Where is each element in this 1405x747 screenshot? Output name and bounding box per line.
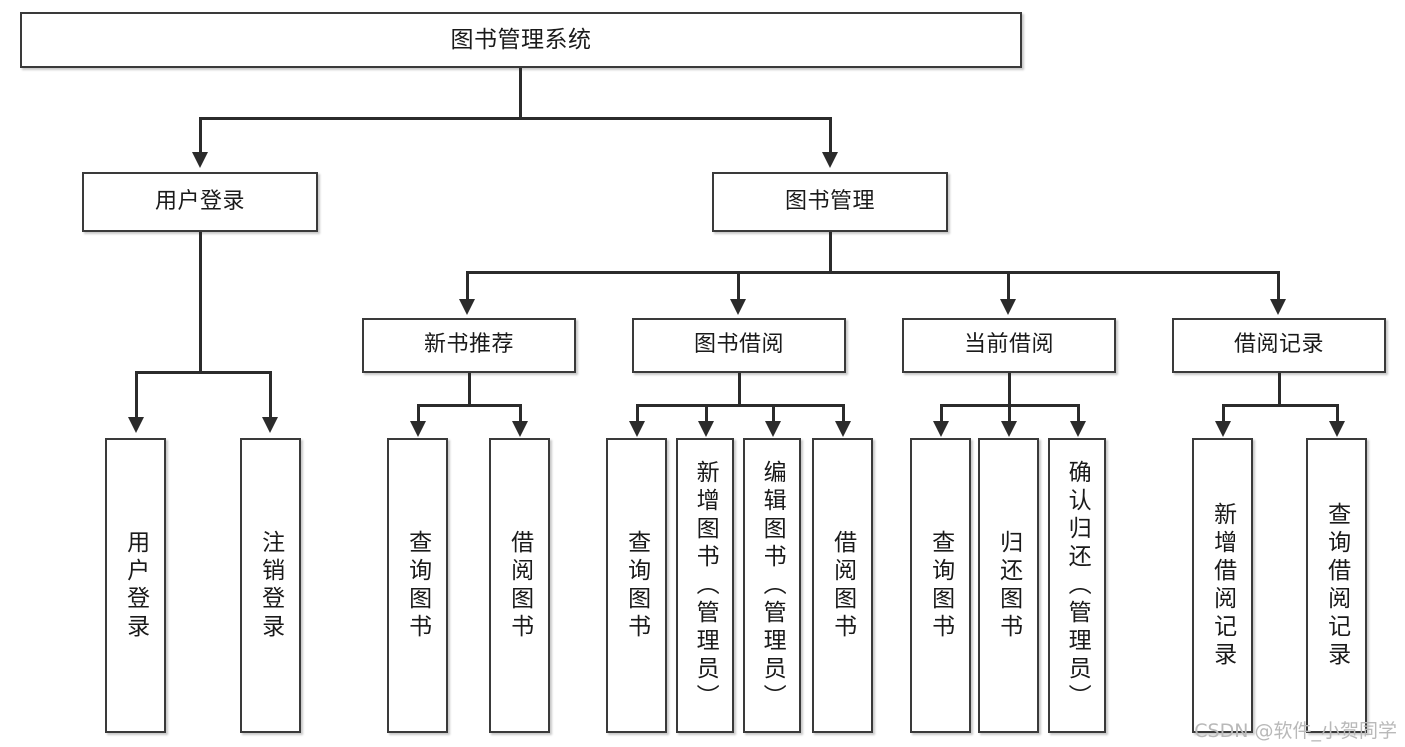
arrowhead-borrow-record (1270, 299, 1286, 315)
arrowhead-br-leaf-2 (1329, 421, 1345, 437)
edge-new-book-recommend-bus (417, 404, 521, 407)
arrowhead-nbr-leaf-2 (512, 421, 528, 437)
edge-br-to-leaf-1 (1222, 404, 1225, 424)
node-label: 图书管理 (784, 188, 875, 214)
arrowhead-nbr-leaf-1 (410, 421, 426, 437)
leaf-bb-edit-book-admin[interactable]: 编辑图书（管理员） (743, 438, 801, 733)
arrowhead-cb-leaf-3 (1070, 421, 1086, 437)
leaf-cb-query-book[interactable]: 查询图书 (910, 438, 971, 733)
node-label: 编辑图书（管理员） (759, 459, 786, 712)
arrowhead-book-management (822, 152, 838, 168)
node-new-book-recommend[interactable]: 新书推荐 (362, 318, 576, 373)
edge-root-to-book-management (829, 117, 832, 155)
node-label: 查询图书 (927, 529, 954, 642)
edge-nbr-to-leaf-2 (519, 404, 522, 424)
node-book-management[interactable]: 图书管理 (712, 172, 948, 232)
leaf-cb-confirm-return-admin[interactable]: 确认归还（管理员） (1048, 438, 1106, 733)
edge-borrow-record-stem (1278, 373, 1281, 406)
leaf-nbr-query-book[interactable]: 查询图书 (387, 438, 448, 733)
node-label: 新增借阅记录 (1209, 501, 1236, 670)
edge-user-login-to-leaf-2 (269, 371, 272, 419)
leaf-bb-borrow-book[interactable]: 借阅图书 (812, 438, 873, 733)
edge-to-current-borrow (1007, 271, 1010, 301)
leaf-bb-query-book[interactable]: 查询图书 (606, 438, 667, 733)
arrowhead-leaf-logout (262, 417, 278, 433)
leaf-br-query-record[interactable]: 查询借阅记录 (1306, 438, 1367, 733)
node-label: 借阅记录 (1233, 332, 1324, 358)
arrowhead-cb-leaf-1 (933, 421, 949, 437)
arrowhead-bb-leaf-4 (835, 421, 851, 437)
edge-borrow-record-bus (1222, 404, 1339, 407)
node-label: 用户登录 (154, 188, 245, 214)
node-label: 确认归还（管理员） (1064, 459, 1091, 712)
edge-bb-to-leaf-2 (705, 404, 708, 424)
edge-to-new-book-recommend (466, 271, 469, 301)
node-user-login[interactable]: 用户登录 (82, 172, 318, 232)
edge-user-login-bus (135, 371, 272, 374)
arrowhead-new-book-recommend (459, 299, 475, 315)
node-label: 新书推荐 (423, 332, 514, 358)
node-label: 图书管理系统 (450, 26, 592, 53)
edge-current-borrow-stem (1008, 373, 1011, 406)
node-label: 查询图书 (404, 529, 431, 642)
edge-bb-to-leaf-4 (842, 404, 845, 424)
edge-book-borrow-stem (738, 373, 741, 406)
edge-cb-to-leaf-1 (940, 404, 943, 424)
node-root-book-management-system[interactable]: 图书管理系统 (20, 12, 1022, 68)
node-label: 当前借阅 (963, 332, 1054, 358)
arrowhead-bb-leaf-3 (765, 421, 781, 437)
node-borrow-record[interactable]: 借阅记录 (1172, 318, 1386, 373)
edge-to-borrow-record (1277, 271, 1280, 301)
node-current-borrow[interactable]: 当前借阅 (902, 318, 1116, 373)
edge-to-book-borrow (737, 271, 740, 301)
edge-br-to-leaf-2 (1336, 404, 1339, 424)
node-label: 新增图书（管理员） (692, 459, 719, 712)
arrowhead-bb-leaf-2 (698, 421, 714, 437)
edge-cb-to-leaf-2 (1008, 404, 1011, 424)
edge-root-to-user-login (199, 117, 202, 155)
node-label: 借阅图书 (829, 529, 856, 642)
edge-book-borrow-bus (636, 404, 845, 407)
leaf-user-login[interactable]: 用户登录 (105, 438, 166, 733)
node-label: 用户登录 (122, 529, 149, 642)
node-label: 查询借阅记录 (1323, 501, 1350, 670)
edge-level3-bus (466, 271, 1278, 274)
arrowhead-user-login (192, 152, 208, 168)
node-label: 归还图书 (995, 529, 1022, 642)
edge-book-management-stem (829, 232, 832, 273)
node-label: 注销登录 (257, 529, 284, 642)
edge-root-stem (519, 68, 522, 118)
edge-bb-to-leaf-1 (636, 404, 639, 424)
leaf-cb-return-book[interactable]: 归还图书 (978, 438, 1039, 733)
arrowhead-br-leaf-1 (1215, 421, 1231, 437)
node-label: 查询图书 (623, 529, 650, 642)
edge-cb-to-leaf-3 (1077, 404, 1080, 424)
leaf-logout[interactable]: 注销登录 (240, 438, 301, 733)
arrowhead-current-borrow (1000, 299, 1016, 315)
leaf-nbr-borrow-book[interactable]: 借阅图书 (489, 438, 550, 733)
arrowhead-leaf-user-login (128, 417, 144, 433)
arrowhead-cb-leaf-2 (1001, 421, 1017, 437)
node-label: 图书借阅 (693, 332, 784, 358)
node-book-borrow[interactable]: 图书借阅 (632, 318, 846, 373)
node-label: 借阅图书 (506, 529, 533, 642)
edge-user-login-stem (199, 232, 202, 372)
edge-new-book-recommend-stem (468, 373, 471, 406)
leaf-bb-add-book-admin[interactable]: 新增图书（管理员） (676, 438, 734, 733)
edge-nbr-to-leaf-1 (417, 404, 420, 424)
arrowhead-book-borrow (730, 299, 746, 315)
arrowhead-bb-leaf-1 (629, 421, 645, 437)
edge-bb-to-leaf-3 (772, 404, 775, 424)
edge-user-login-to-leaf-1 (135, 371, 138, 419)
leaf-br-add-record[interactable]: 新增借阅记录 (1192, 438, 1253, 733)
edge-root-bus (199, 117, 832, 120)
